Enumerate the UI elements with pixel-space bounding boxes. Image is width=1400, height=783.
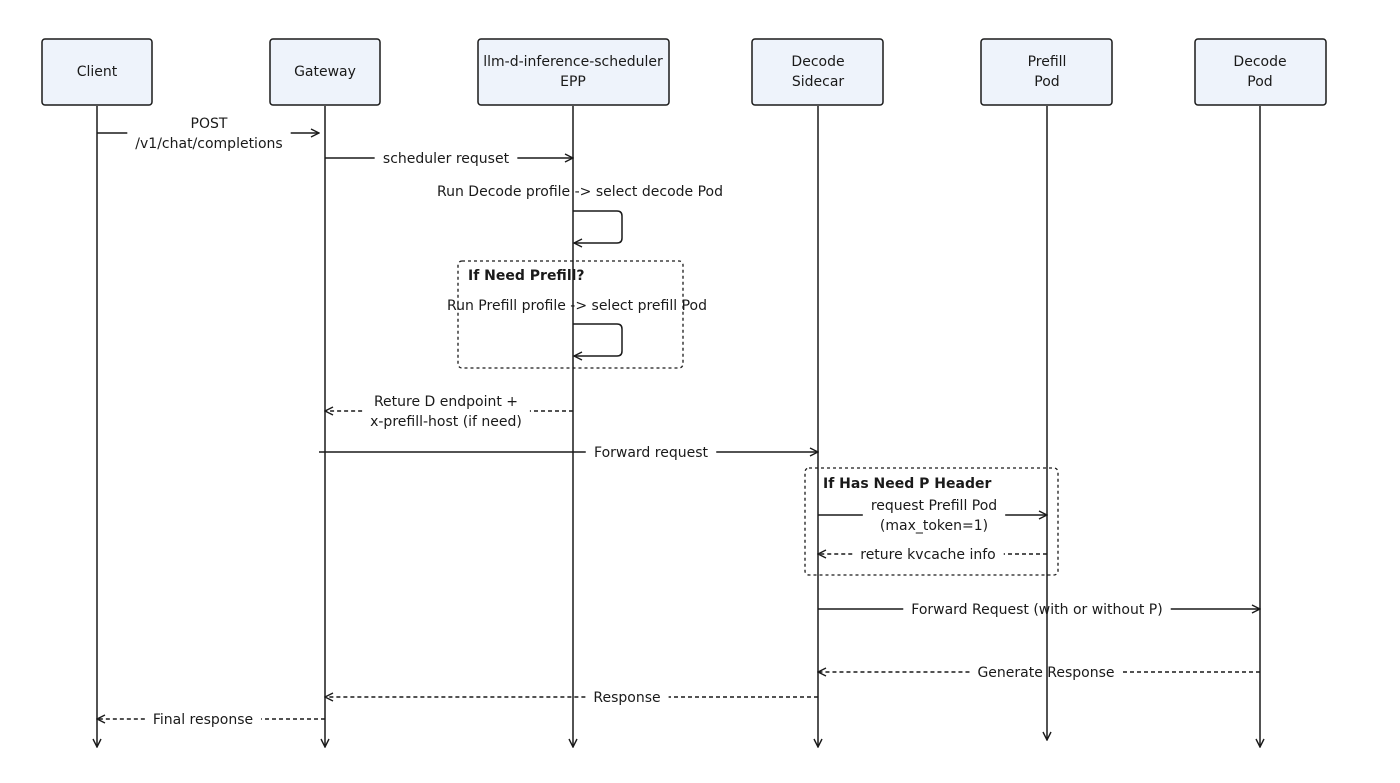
fragment-frame	[457, 260, 684, 369]
message-label: Reture D endpoint +	[374, 394, 518, 410]
message-label: (max_token=1)	[880, 518, 988, 534]
participant-gateway: Gateway	[269, 38, 381, 106]
message-run-decode: Run Decode profile -> select decode Pod	[437, 184, 723, 243]
message-label: Run Prefill profile -> select prefill Po…	[447, 298, 707, 314]
message-label: Forward request	[594, 445, 708, 461]
message-run-prefill: Run Prefill profile -> select prefill Po…	[447, 298, 707, 356]
participant-label: Decode	[791, 54, 844, 70]
participant-box	[980, 38, 1113, 106]
fragment-frame	[804, 467, 1059, 576]
message-label: Generate Response	[977, 665, 1114, 681]
message-forward-req: Forward Request (with or without P)	[818, 602, 1260, 618]
message-label: reture kvcache info	[860, 547, 996, 563]
participant-label: EPP	[560, 74, 586, 90]
message-label: Forward Request (with or without P)	[911, 602, 1162, 618]
message-label: /v1/chat/completions	[135, 136, 282, 152]
participant-label: Decode	[1233, 54, 1286, 70]
message-kvcache: reture kvcache info	[818, 547, 1047, 563]
fragment-if-need-prefill: If Need Prefill?	[457, 260, 684, 369]
message-final: Final response	[97, 712, 325, 728]
message-response: Response	[325, 690, 818, 706]
fragment-label: If Need Prefill?	[468, 268, 585, 284]
participant-box	[269, 38, 381, 106]
participant-label: Pod	[1034, 74, 1059, 90]
message-label: request Prefill Pod	[871, 498, 997, 514]
participant-label: Pod	[1247, 74, 1272, 90]
self-message-arrow	[573, 323, 623, 356]
message-label: Response	[593, 690, 660, 706]
message-label: POST	[191, 116, 228, 132]
participant-label: Sidecar	[792, 74, 845, 90]
participant-label: Prefill	[1028, 54, 1067, 70]
message-sched-req: scheduler requset	[325, 151, 573, 167]
message-return-d: Reture D endpoint + x-prefill-host (if ne…	[325, 394, 573, 430]
message-label: Run Decode profile -> select decode Pod	[437, 184, 723, 200]
participant-box	[41, 38, 153, 106]
message-post: POST/v1/chat/completions	[97, 116, 319, 152]
participant-label: Gateway	[294, 64, 356, 80]
message-label: Final response	[153, 712, 253, 728]
message-label: scheduler requset	[383, 151, 510, 167]
message-forward: Forward request	[319, 445, 818, 461]
message-label: x-prefill-host (if need)	[370, 414, 522, 430]
participant-box	[477, 38, 670, 106]
fragment-label: If Has Need P Header	[823, 476, 991, 492]
participant-label: Client	[77, 64, 118, 80]
participant-client: Client	[41, 38, 153, 106]
fragment-if-has-p-header: If Has Need P Header	[804, 467, 1059, 576]
message-req-prefill: request Prefill Pod (max_token=1)	[818, 498, 1047, 534]
self-message-arrow	[573, 210, 623, 243]
message-gen-resp: Generate Response	[818, 665, 1260, 681]
participant-box	[1194, 38, 1327, 106]
participant-label: llm-d-inference-scheduler	[483, 54, 663, 70]
participant-box	[751, 38, 884, 106]
